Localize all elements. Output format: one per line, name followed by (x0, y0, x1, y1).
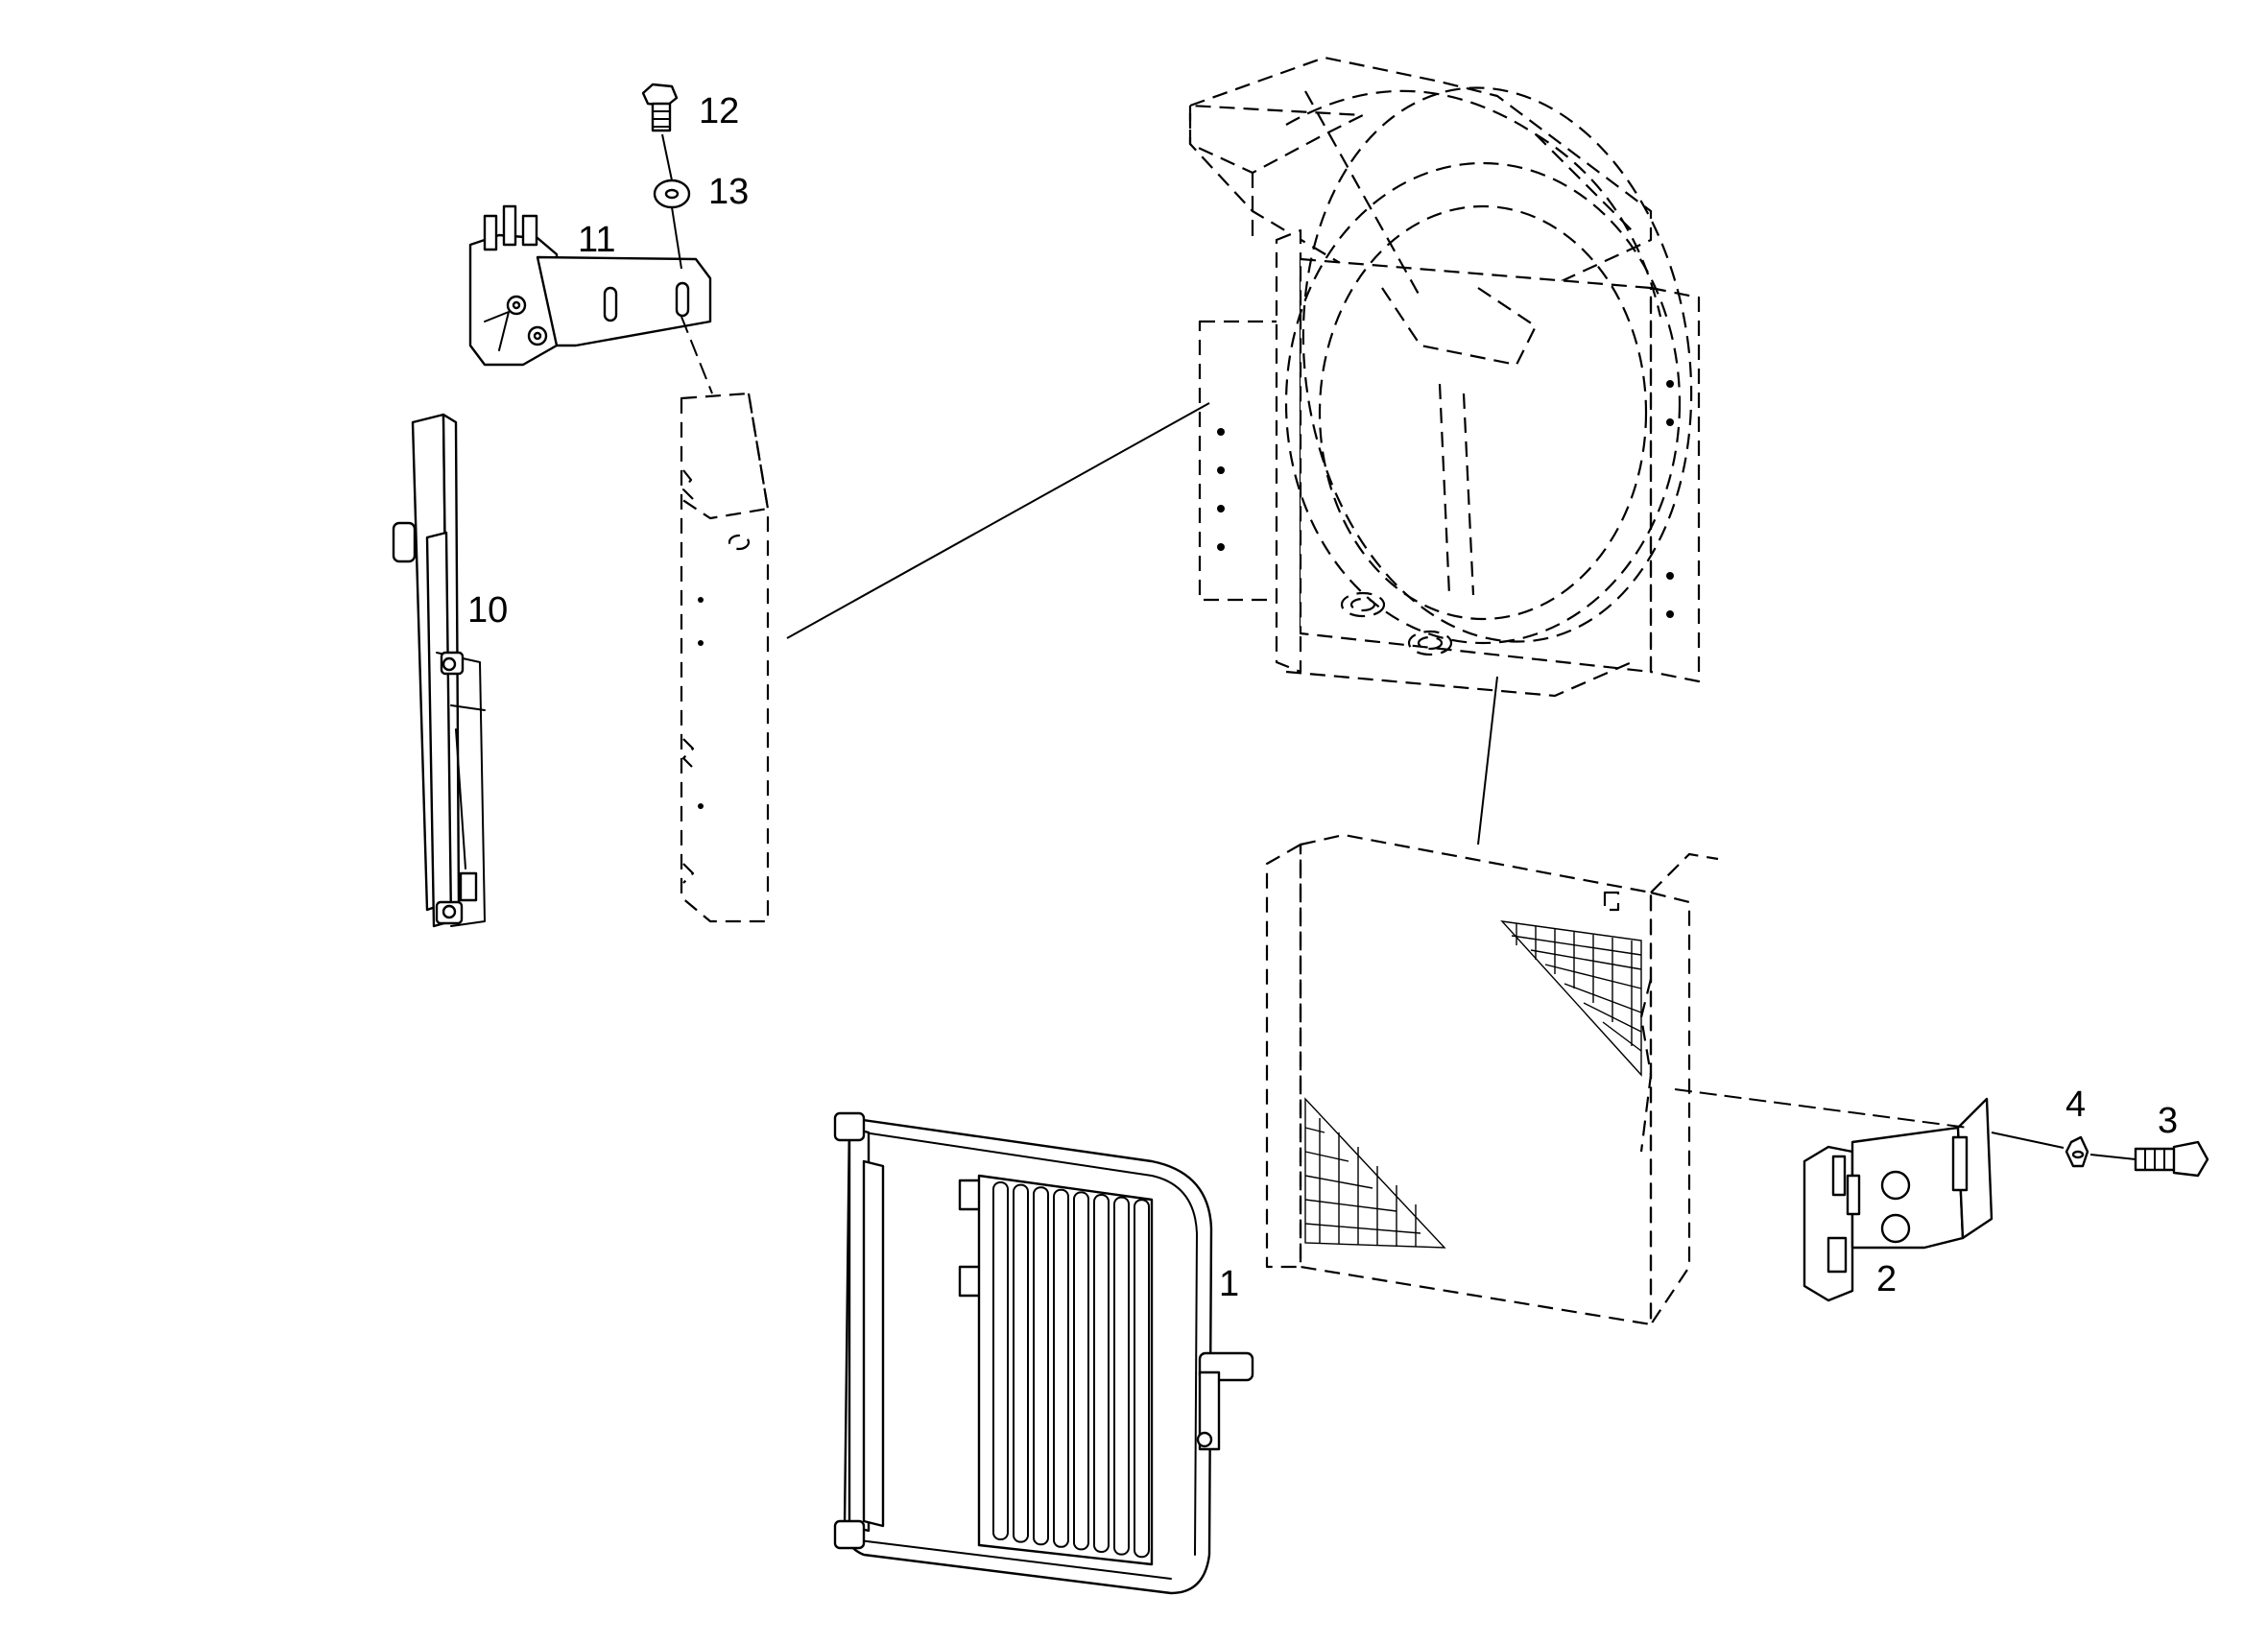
callout-2: 2 (1876, 1259, 1897, 1299)
callout-3: 3 (2158, 1101, 2178, 1141)
bolt-part-3 (2134, 1140, 2209, 1178)
bracket-part-11 (468, 204, 712, 367)
washer-part-13 (653, 179, 691, 209)
condenser-fin (1013, 1183, 1029, 1543)
callout-13: 13 (708, 172, 749, 212)
condenser-fin (1073, 1191, 1089, 1551)
callout-10: 10 (467, 590, 508, 631)
screw-part-12 (641, 83, 679, 132)
shroud-panel-ghost (680, 392, 770, 923)
radiator-core (1265, 833, 1719, 1326)
condenser-fin (1113, 1196, 1130, 1556)
condenser-frame-part-1 (833, 1111, 1254, 1595)
condenser-fin (1033, 1186, 1049, 1546)
condenser-fin (1053, 1188, 1069, 1548)
callout-4: 4 (2065, 1084, 2086, 1125)
callout-11: 11 (578, 220, 615, 260)
washer-part-4 (2065, 1135, 2089, 1168)
callout-1: 1 (1219, 1264, 1239, 1304)
condenser-fin (992, 1181, 1009, 1540)
hinge-bracket-part-2 (1802, 1097, 1993, 1302)
side-panel-part-10 (392, 413, 486, 928)
callout-labels: 1 2 3 4 10 11 12 13 (467, 91, 2178, 1304)
condenser-fin (1134, 1199, 1150, 1559)
condenser-fin (1093, 1194, 1110, 1553)
fan-shroud-frame (1188, 56, 1701, 698)
callout-12: 12 (699, 91, 739, 131)
leader-lines (661, 133, 2137, 1160)
